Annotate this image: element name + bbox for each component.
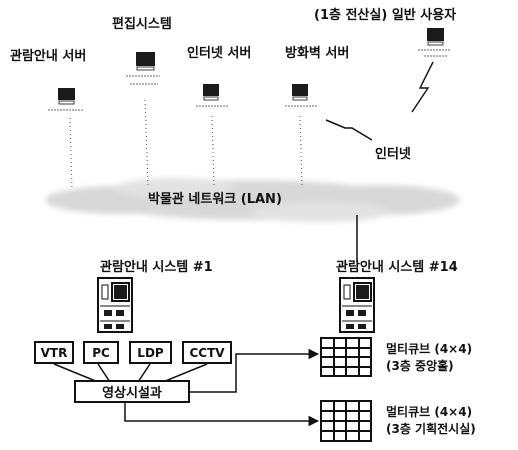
kiosk-14-icon xyxy=(339,277,375,333)
multicube-1-grid xyxy=(320,337,372,377)
multicube-2-location: (3층 기획전시실) xyxy=(386,422,476,436)
firewall-server-icon xyxy=(285,84,317,107)
internet-label: 인터넷 xyxy=(375,147,411,162)
guide-server-icon xyxy=(48,88,84,111)
multicube-1-location: (3층 중앙홀) xyxy=(386,359,454,373)
general-user-label: (1층 전산실) 일반 사용자 xyxy=(314,8,457,23)
kiosk-1-label: 관람안내 시스템 #1 xyxy=(100,260,213,275)
kiosk-14-label: 관람안내 시스템 #14 xyxy=(336,260,458,275)
firewall-server-label: 방화벽 서버 xyxy=(285,46,350,61)
arrow-to-cube-1 xyxy=(190,348,320,393)
general-user-icon xyxy=(418,28,450,57)
edit-system-label: 편집시스템 xyxy=(112,17,172,32)
video-dept-box: 영상시설과 xyxy=(74,380,190,403)
server-links xyxy=(69,99,303,191)
cctv-box: CCTV xyxy=(182,341,232,364)
multicube-2-label: 멀티큐브 (4×4) xyxy=(386,405,473,419)
internet-server-icon xyxy=(196,84,228,107)
arrow-to-cube-2 xyxy=(124,400,320,427)
edit-system-icon xyxy=(126,52,160,85)
user-link xyxy=(411,61,434,113)
internet-link xyxy=(325,119,373,141)
vtr-box: VTR xyxy=(34,341,74,364)
lan-cloud xyxy=(45,178,460,222)
guide-server-label: 관람안내 서버 xyxy=(10,49,87,64)
pc-box: PC xyxy=(83,341,119,364)
ldp-box: LDP xyxy=(129,341,172,364)
lan-label: 박물관 네트워크 (LAN) xyxy=(148,192,282,207)
kiosk-1-icon xyxy=(97,277,133,333)
multicube-1-label: 멀티큐브 (4×4) xyxy=(386,342,473,356)
internet-server-label: 인터넷 서버 xyxy=(187,46,252,61)
multicube-2-grid xyxy=(320,400,372,442)
